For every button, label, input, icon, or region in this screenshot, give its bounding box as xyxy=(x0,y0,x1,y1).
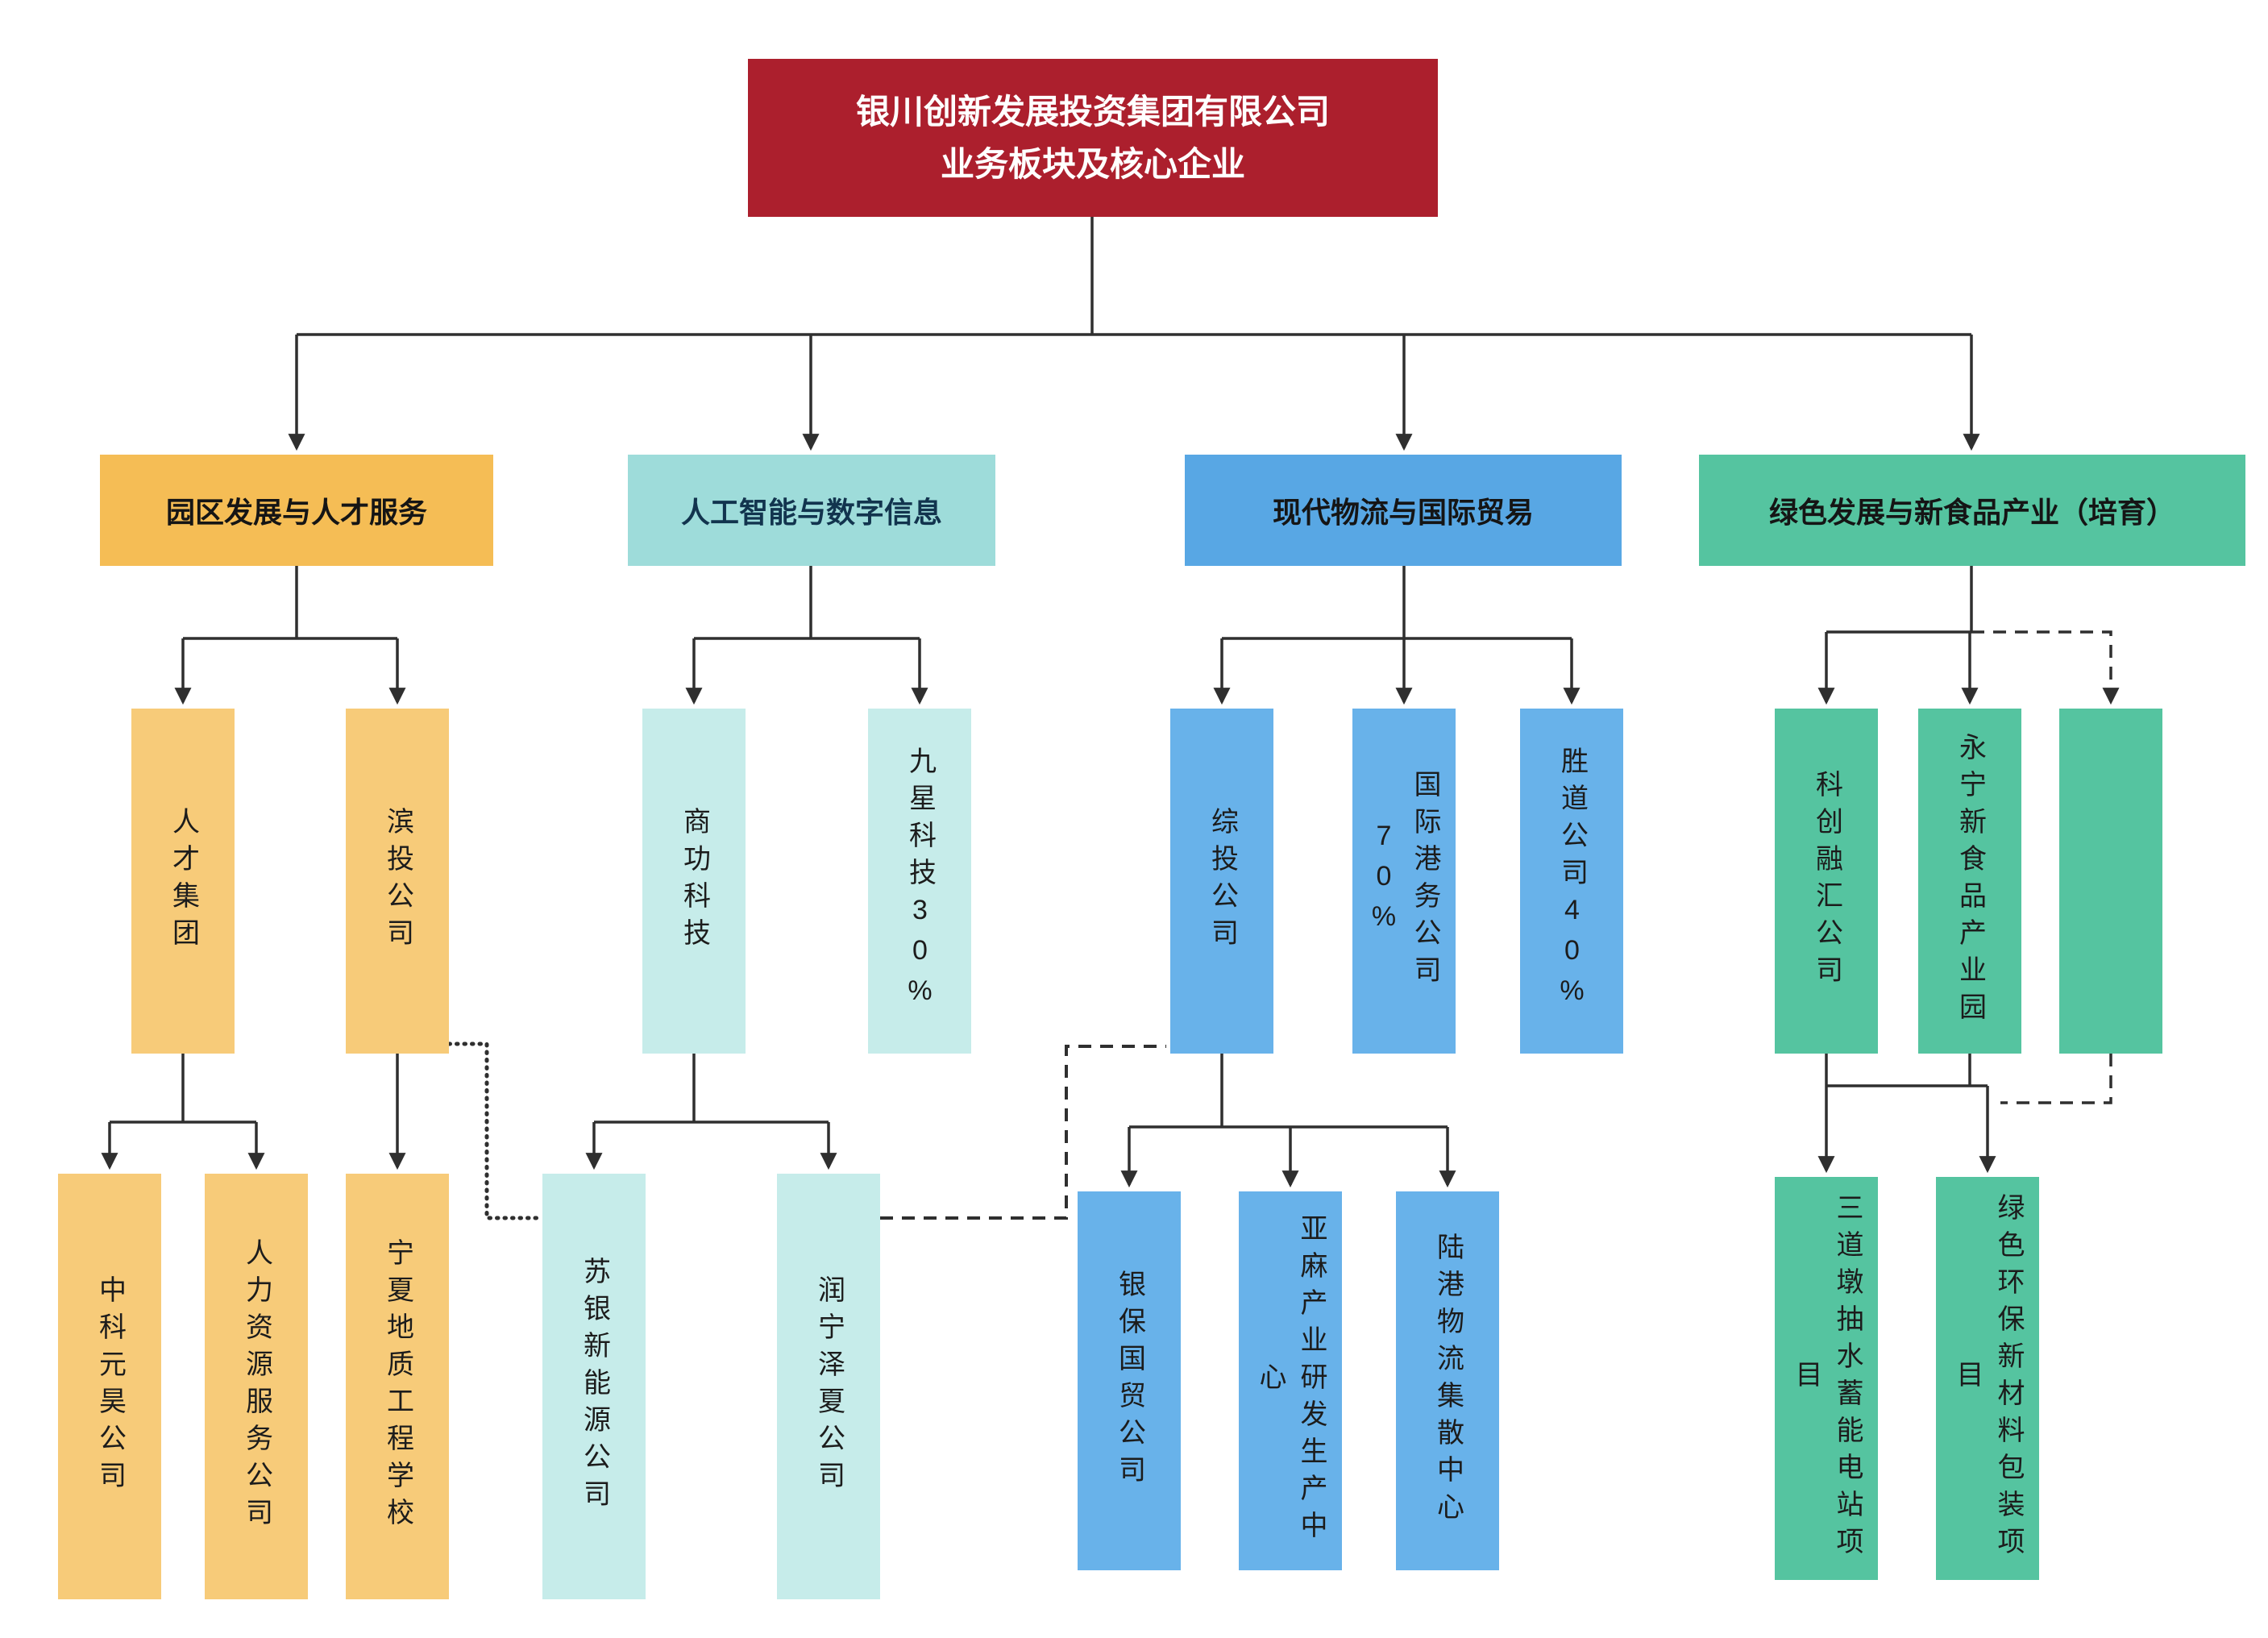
branch-header-green-food: 绿色发展与新食品产业（培育） xyxy=(1699,455,2245,566)
root-title-line2: 业务板块及核心企业 xyxy=(940,145,1245,183)
node-talent-group: 人才集团 xyxy=(131,709,235,1054)
node-green-placeholder xyxy=(2059,709,2162,1054)
leaf-ningxia-geology-school: 宁夏地质工程学校 xyxy=(346,1174,449,1599)
node-intl-port-70: 国际港务公司70% xyxy=(1352,709,1456,1054)
leaf-green-packaging-material: 绿色环保新材料包装项目 xyxy=(1936,1177,2039,1580)
leaf-suyin-new-energy: 苏银新能源公司 xyxy=(542,1174,646,1599)
branch-header-logistics-trade: 现代物流与国际贸易 xyxy=(1185,455,1622,566)
branch-header-park-talent: 园区发展与人才服务 xyxy=(100,455,493,566)
root-title-line1: 银川创新发展投资集团有限公司 xyxy=(855,92,1330,131)
node-shengdao-40: 胜道公司40% xyxy=(1520,709,1623,1054)
node-bintou-company: 滨投公司 xyxy=(346,709,449,1054)
node-kechuang-ronghui: 科创融汇公司 xyxy=(1775,709,1878,1054)
leaf-hr-service: 人力资源服务公司 xyxy=(205,1174,308,1599)
node-yongning-food-park: 永宁新食品产业园 xyxy=(1918,709,2021,1054)
leaf-flax-rnd-center: 亚麻产业研发生产中心 xyxy=(1239,1191,1342,1570)
node-jiuxing-tech-30: 九星科技30% xyxy=(868,709,971,1054)
node-zongtou-company: 综投公司 xyxy=(1170,709,1273,1054)
leaf-yinbao-trade: 银保国贸公司 xyxy=(1078,1191,1181,1570)
leaf-running-zexia: 润宁泽夏公司 xyxy=(777,1174,880,1599)
node-shanggong-tech: 商功科技 xyxy=(642,709,746,1054)
root-node: 银川创新发展投资集团有限公司 业务板块及核心企业 xyxy=(748,59,1438,217)
leaf-sandaodun-pumped-storage: 三道墩抽水蓄能电站项目 xyxy=(1775,1177,1878,1580)
leaf-zhongke-yuanhao: 中科元昊公司 xyxy=(58,1174,161,1599)
branch-header-ai-digital: 人工智能与数字信息 xyxy=(628,455,995,566)
leaf-land-port-logistics: 陆港物流集散中心 xyxy=(1396,1191,1499,1570)
